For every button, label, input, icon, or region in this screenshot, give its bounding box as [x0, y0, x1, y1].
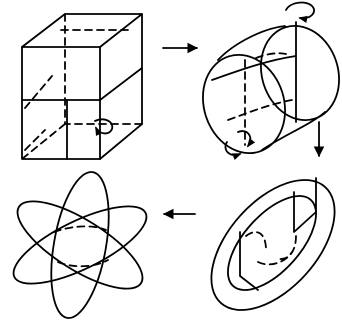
- cube-cut-line: [21, 67, 143, 101]
- interlocked-rings-figure: [12, 171, 148, 319]
- cube-twist-arrow-icon: [94, 118, 114, 137]
- cylinder-twist-arrow-top-icon: [285, 1, 315, 23]
- torus-hidden-edges: [245, 231, 297, 266]
- ring-tilted-right: [16, 200, 144, 290]
- cube-hidden-edges: [21, 13, 143, 160]
- cube-figure: [21, 13, 143, 160]
- rings-hidden-edges: [53, 225, 109, 268]
- cylinder-bottom-edge: [261, 111, 326, 151]
- cylinder-hidden-edges: [227, 52, 293, 146]
- cube-front-face: [21, 46, 101, 160]
- ring-tilted-left: [12, 205, 148, 285]
- cylinder-twist-arrow-bottom-right-icon: [237, 130, 256, 148]
- torus-inner-rim: [227, 195, 317, 291]
- cube-right-face: [99, 13, 143, 160]
- cylinder-top-edge: [217, 25, 286, 61]
- torus-figure: [210, 177, 336, 311]
- cylinder-twist-arrow-bottom-left-icon: [224, 141, 242, 161]
- cylinder-figure: [202, 1, 340, 161]
- torus-right-band: [293, 177, 317, 233]
- torus-outer-rim: [210, 179, 336, 311]
- ring-vertical: [50, 171, 110, 319]
- torus-left-band: [239, 231, 259, 291]
- cylinder-front-rim: [202, 53, 286, 155]
- cylinder-band: [211, 55, 297, 81]
